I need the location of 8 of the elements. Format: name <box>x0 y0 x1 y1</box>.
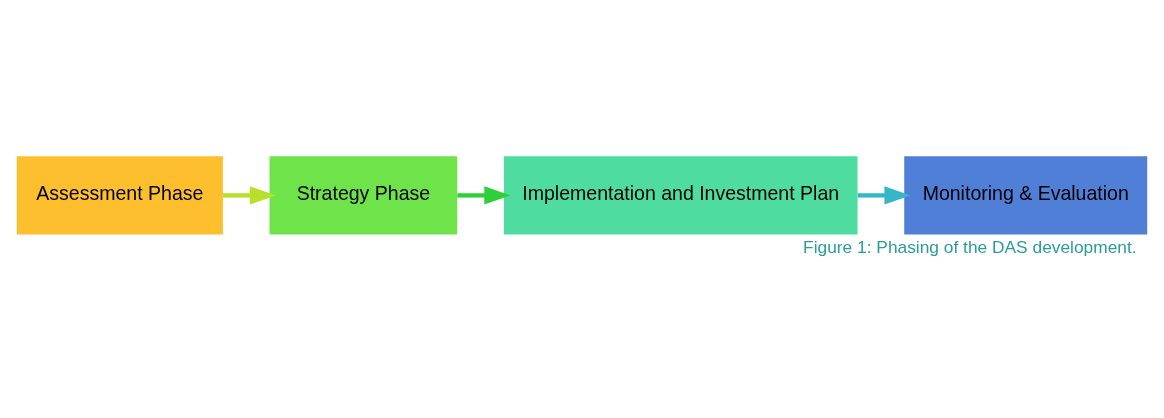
arrow <box>222 185 277 205</box>
node-box: Assessment Phase <box>16 155 223 234</box>
arrow <box>457 185 511 205</box>
node-box: Monitoring & Evaluation <box>904 155 1148 234</box>
node-box: Implementation and Investment Plan <box>503 155 858 234</box>
node-box: Strategy Phase <box>269 155 458 234</box>
caption: Figure 1: Phasing of the DAS development. <box>803 236 1137 257</box>
arrow <box>857 185 911 205</box>
